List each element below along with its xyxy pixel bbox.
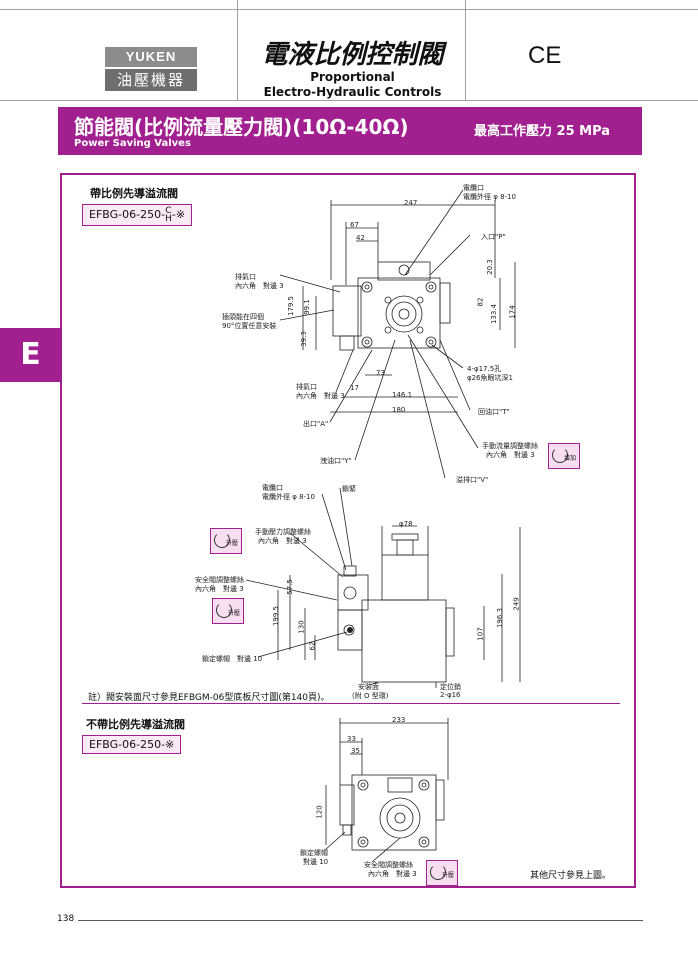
page-title-chinese: 電液比例控制閥 — [261, 40, 444, 70]
front-label-lock-nut: 鎖定螺帽 對邊 10 — [202, 655, 263, 663]
section1-note: 註）閥安裝面尺寸參見EFBGM-06型底板尺寸圖(第140頁)。 — [88, 693, 330, 703]
label-inlet: 入口"P" — [481, 233, 506, 241]
label-pilot: 洩油口"Y" — [320, 457, 352, 465]
front-label-mount: 安裝面 — [358, 683, 379, 691]
rotate-arrow-icon — [216, 602, 232, 618]
label-manual: 手動流量調整螺絲 — [482, 442, 538, 450]
label-drain: 溢排口"V" — [456, 476, 489, 484]
section2-button-label: 升壓 — [441, 872, 454, 879]
label-counterbore: φ26魚眼坑深1 — [467, 374, 513, 382]
dim-146-1: 146.1 — [392, 391, 413, 399]
header-top-line — [0, 9, 698, 10]
dim-phi78: φ78 — [399, 520, 413, 528]
dim-67: 67 — [350, 221, 359, 229]
banner-title: 節能閥(比例流量壓力閥)(10Ω-40Ω) — [74, 115, 409, 139]
label-outlet: 出口"A" — [303, 420, 329, 428]
section2-raise-pressure-button: 升壓 — [426, 860, 458, 886]
section2-label-lock-nut: 鎖定螺帽 — [300, 849, 328, 857]
section2-label-safety: 安全閥調整螺絲 — [364, 861, 413, 869]
raise-lower-label: 升壓 — [227, 610, 240, 617]
label-solenoid-dia: 電纜外徑 φ 8-10 — [463, 193, 516, 201]
side-tab-letter: E — [0, 328, 61, 382]
footer-line — [78, 920, 643, 921]
dim-17: 17 — [350, 384, 359, 392]
section1-model-mark: -※ — [171, 208, 186, 221]
label-rotate: 插頭能在四個 — [222, 313, 264, 321]
page-number: 138 — [57, 914, 75, 924]
suffix-h: H — [165, 214, 172, 224]
header-bottom-line — [0, 100, 698, 101]
section1-title: 帶比例先導溢流閥 — [90, 187, 178, 200]
header-left-line — [237, 0, 238, 100]
raise-upper-label: 升壓 — [225, 540, 238, 547]
dim-247: 247 — [404, 199, 418, 207]
dim-73: 73 — [376, 369, 385, 377]
dim-233: 233 — [392, 716, 406, 724]
increase-button-label: 增加 — [563, 455, 576, 462]
label-vent1-hex: 內六角 對邊 3 — [235, 282, 284, 290]
label-manual-hex: 內六角 對邊 3 — [486, 451, 535, 459]
dim-120: 120 — [315, 805, 324, 819]
content-frame — [60, 173, 636, 888]
header-right-line — [465, 0, 466, 100]
section2-model: EFBG-06-250-※ — [82, 735, 182, 754]
page-title-english-1: Proportional — [310, 70, 395, 84]
dim-42: 42 — [356, 234, 365, 242]
dim-180: 180 — [392, 406, 406, 414]
label-holes: 4-φ17.5孔 — [467, 365, 502, 373]
rotate-arrow-icon — [214, 532, 230, 548]
section2-label-lock-nut2: 對邊 10 — [303, 858, 329, 866]
section2-title: 不帶比例先導溢流閥 — [86, 718, 185, 731]
front-label-manual-press: 手動壓力調整螺絲 — [255, 528, 311, 536]
section-divider — [82, 703, 620, 704]
logo-bottom-text: 油壓機器 — [105, 69, 197, 91]
section1-model: EFBG-06-250- — [89, 208, 166, 221]
front-label-solenoid-port: 電纜口 — [262, 484, 283, 492]
ce-mark: CE — [528, 42, 562, 69]
label-vent2: 排氣口 — [296, 383, 317, 391]
page-title-english-2: Electro-Hydraulic Controls — [263, 85, 442, 99]
front-label-lock: 鎖緊 — [342, 485, 356, 493]
front-label-locate-dia: 2-φ16 — [440, 691, 461, 699]
label-vent1: 排氣口 — [235, 273, 256, 281]
label-rotate2: 90°位置任意安裝 — [222, 322, 277, 330]
front-label-locate: 定位銷 — [440, 683, 461, 691]
raise-pressure-button-lower: 升壓 — [212, 598, 244, 624]
label-vent2-hex: 內六角 對邊 3 — [296, 392, 345, 400]
rotate-arrow-icon — [430, 864, 446, 880]
rotate-arrow-icon — [552, 447, 568, 463]
logo-top-text: YUKEN — [105, 47, 197, 67]
banner-subtitle: Power Saving Valves — [74, 138, 191, 149]
increase-button: 增加 — [548, 443, 580, 469]
suffix-c: C — [165, 206, 172, 216]
label-solenoid-port: 電纜口 — [463, 184, 484, 192]
dim-35: 35 — [351, 747, 360, 755]
front-label-safety-hex: 內六角 對邊 3 — [195, 585, 244, 593]
front-label-solenoid-dia: 電纜外徑 φ 8-10 — [262, 493, 315, 501]
section2-note: 其他尺寸參見上圖。 — [530, 871, 612, 881]
yuken-logo: YUKEN 油壓機器 — [105, 47, 197, 91]
front-label-manual-press-hex: 內六角 對邊 3 — [258, 537, 307, 545]
section-banner: 節能閥(比例流量壓力閥)(10Ω-40Ω) Power Saving Valve… — [58, 107, 642, 155]
section2-label-safety-hex: 內六角 對邊 3 — [368, 870, 417, 878]
front-label-mount-o: (附 O 型環) — [352, 692, 389, 700]
label-return: 回油口"T" — [478, 408, 510, 416]
banner-pressure: 最高工作壓力 25 MPa — [474, 124, 611, 139]
raise-pressure-button-upper: 升壓 — [210, 528, 242, 554]
front-label-safety: 安全閥調整螺絲 — [195, 576, 244, 584]
dim-33: 33 — [347, 735, 356, 743]
